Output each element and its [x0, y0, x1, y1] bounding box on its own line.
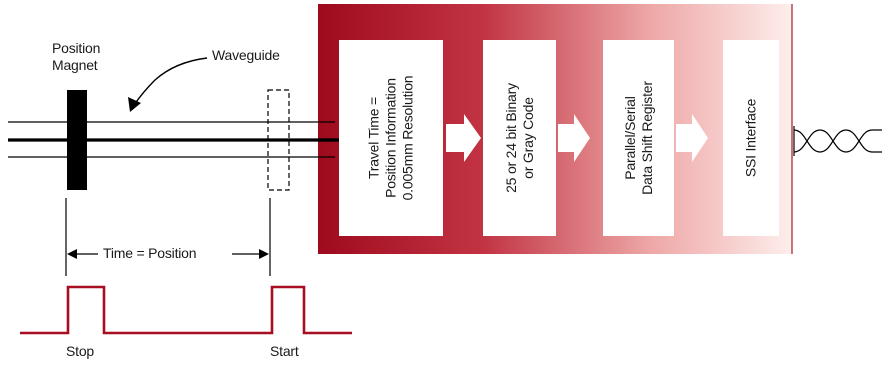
pulse-signal	[20, 285, 352, 335]
position-magnet-label: Position Magnet	[52, 40, 100, 74]
position-magnet	[67, 90, 87, 190]
time-position-label: Time = Position	[103, 245, 197, 261]
stop-label: Stop	[66, 343, 94, 359]
dimension-arrowhead-right	[259, 249, 269, 259]
flow-arrow-1	[446, 114, 481, 162]
waveguide-pointer-line	[133, 57, 208, 106]
flow-arrow-2	[558, 114, 590, 162]
dimension-arrowhead-left	[67, 249, 77, 259]
waveguide-lines	[8, 121, 335, 158]
block-travel-time: Travel Time = Position Information 0.005…	[339, 40, 443, 236]
block-3-line-2: Data Shift Register	[638, 81, 655, 195]
flow-arrow-3	[676, 114, 708, 162]
block-1-line-2: Position Information	[382, 78, 399, 198]
block-2-line-1: 25 or 24 bit Binary	[502, 83, 519, 193]
block-2-line-2: or Gray Code	[519, 97, 536, 179]
start-label: Start	[270, 343, 299, 359]
block-4-line-1: SSI Interface	[742, 98, 759, 178]
start-marker-dashed	[267, 89, 290, 191]
block-shift-register-text: Parallel/Serial Data Shift Register	[622, 81, 656, 195]
waveguide-label: Waveguide	[212, 47, 280, 63]
block-1-line-3: 0.005mm Resolution	[399, 75, 416, 201]
position-magnet-label-line-2: Magnet	[52, 57, 98, 73]
waveguide-pointer-arrowhead	[128, 97, 141, 112]
block-binary-gray-code-text: 25 or 24 bit Binary or Gray Code	[503, 83, 537, 193]
block-shift-register: Parallel/Serial Data Shift Register	[603, 40, 674, 236]
block-ssi-interface-text: SSI Interface	[743, 99, 760, 177]
block-binary-gray-code: 25 or 24 bit Binary or Gray Code	[483, 40, 556, 236]
position-magnet-label-line-1: Position	[52, 40, 101, 56]
block-1-line-1: Travel Time =	[365, 96, 382, 180]
block-travel-time-text: Travel Time = Position Information 0.005…	[366, 76, 417, 201]
block-ssi-interface: SSI Interface	[723, 40, 779, 236]
twisted-pair-output	[793, 126, 882, 156]
block-3-line-1: Parallel/Serial	[621, 96, 638, 180]
